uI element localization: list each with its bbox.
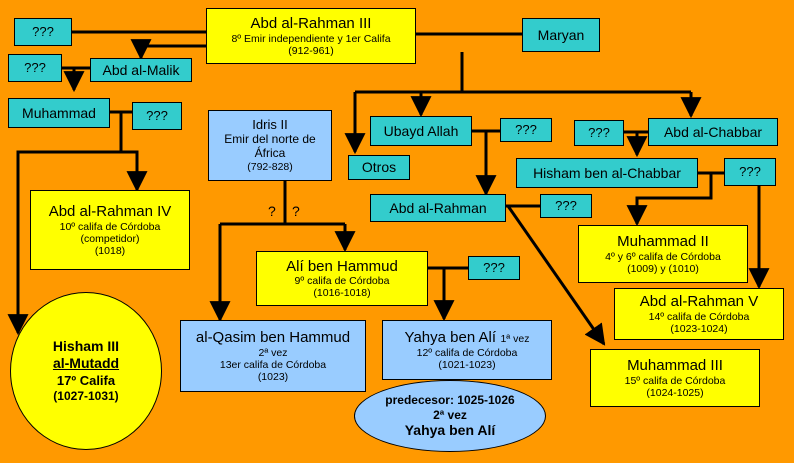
otros-box: Otros bbox=[348, 155, 410, 180]
unknown-box-4: ??? bbox=[500, 118, 552, 142]
person-note: 2ª vez bbox=[258, 346, 288, 359]
person-name: Otros bbox=[361, 159, 397, 176]
unknown-box-7: ??? bbox=[540, 194, 592, 218]
person-name: Muhammad II bbox=[617, 233, 709, 251]
ali-hammud-box: Alí ben Hammud 9º califa de Córdoba (101… bbox=[256, 251, 428, 306]
person-name-row: Yahya ben Alí 1ª vez bbox=[405, 329, 530, 347]
unknown-label: ??? bbox=[483, 259, 505, 275]
person-name: Hisham III bbox=[52, 337, 120, 354]
unknown-label: ??? bbox=[515, 121, 537, 137]
person-title: Emir del norte de bbox=[224, 132, 316, 147]
person-note: (competidor) bbox=[80, 232, 140, 245]
person-title: 12º califa de Córdoba bbox=[416, 347, 518, 360]
person-name: Abd al-Rahman bbox=[389, 199, 487, 216]
person-title: 13er califa de Córdoba bbox=[219, 358, 327, 371]
person-title: 4º y 6º califa de Córdoba bbox=[605, 250, 721, 263]
person-title: 10º califa de Córdoba bbox=[59, 220, 161, 233]
person-name: al-Qasim ben Hammud bbox=[195, 329, 351, 347]
person-name: Abd al-Rahman III bbox=[250, 15, 372, 33]
person-dates: (1023-1024) bbox=[670, 322, 728, 335]
person-name: Idris II bbox=[252, 117, 288, 133]
muhammad-ii-box: Muhammad II 4º y 6º califa de Córdoba (1… bbox=[578, 225, 748, 283]
person-note: 1ª vez bbox=[500, 332, 530, 345]
person-name: Abd al-Chabbar bbox=[663, 123, 763, 140]
unknown-label: ??? bbox=[588, 124, 610, 140]
unknown-label: ??? bbox=[555, 197, 577, 213]
muhammad-iii-box: Muhammad III 15º califa de Córdoba (1024… bbox=[590, 349, 760, 407]
unknown-label: ??? bbox=[32, 23, 54, 39]
person-name: Yahya ben Alí bbox=[404, 328, 497, 346]
person-name: Abd al-Malik bbox=[102, 61, 180, 78]
abd-rahman-iii-box: Abd al-Rahman III 8º Emir independiente … bbox=[206, 8, 416, 64]
hisham-chabbar-box: Hisham ben al-Chabbar bbox=[516, 158, 698, 188]
person-dates: (912-961) bbox=[288, 44, 334, 57]
predecesor-label: predecesor: 1025-1026 bbox=[385, 393, 515, 408]
person-name: Maryan bbox=[537, 26, 585, 43]
hisham-iii-circle: Hisham III al-Mutadd 17º Califa (1027-10… bbox=[10, 292, 162, 450]
person-title-2: África bbox=[254, 145, 286, 160]
person-dates: (1027-1031) bbox=[53, 389, 119, 404]
unknown-label: ??? bbox=[146, 107, 168, 123]
abd-rahman-box: Abd al-Rahman bbox=[370, 194, 506, 222]
person-epithet: al-Mutadd bbox=[52, 355, 120, 372]
maryan-box: Maryan bbox=[522, 18, 600, 52]
predecesor-ellipse: predecesor: 1025-1026 2ª vez Yahya ben A… bbox=[354, 380, 546, 452]
muhammad-box: Muhammad bbox=[8, 98, 110, 128]
person-title: 9º califa de Córdoba bbox=[294, 275, 390, 288]
unknown-link-left: ? bbox=[268, 203, 276, 219]
unknown-box-2: ??? bbox=[8, 54, 62, 82]
unknown-box-6: ??? bbox=[724, 158, 776, 186]
person-name: Abd al-Rahman V bbox=[639, 293, 759, 311]
person-title: 14º califa de Córdoba bbox=[648, 310, 750, 323]
person-dates: (1016-1018) bbox=[313, 287, 371, 300]
unknown-box-8: ??? bbox=[468, 256, 520, 280]
person-title: 8º Emir independiente y 1er Califa bbox=[231, 32, 391, 45]
person-dates: (1023) bbox=[257, 370, 289, 383]
unknown-box-3: ??? bbox=[132, 102, 182, 130]
unknown-label: ??? bbox=[24, 59, 46, 75]
person-name: Hisham ben al-Chabbar bbox=[533, 164, 681, 181]
qasim-hammud-box: al-Qasim ben Hammud 2ª vez 13er califa d… bbox=[180, 320, 366, 392]
person-dates: (1024-1025) bbox=[646, 386, 704, 399]
person-dates: (1009) y (1010) bbox=[627, 262, 699, 275]
person-title: 15º califa de Córdoba bbox=[624, 374, 726, 387]
person-name: Muhammad III bbox=[627, 357, 723, 375]
abd-malik-box: Abd al-Malik bbox=[90, 58, 192, 82]
predecesor-note: 2ª vez bbox=[433, 407, 467, 422]
person-dates: (1018) bbox=[94, 244, 126, 257]
person-name: Ubayd Allah bbox=[383, 122, 459, 139]
person-dates: (792-828) bbox=[247, 160, 293, 173]
ubayd-allah-box: Ubayd Allah bbox=[370, 116, 472, 146]
unknown-link-right: ? bbox=[292, 203, 300, 219]
unknown-label: ??? bbox=[739, 163, 761, 179]
unknown-box-5: ??? bbox=[574, 120, 624, 146]
person-name: Muhammad bbox=[22, 104, 96, 121]
person-title: 17º Califa bbox=[56, 372, 116, 388]
abd-rahman-iv-box: Abd al-Rahman IV 10º califa de Córdoba (… bbox=[30, 190, 190, 270]
person-name: Abd al-Rahman IV bbox=[48, 203, 172, 221]
predecesor-name: Yahya ben Alí bbox=[404, 421, 496, 438]
abd-rahman-v-box: Abd al-Rahman V 14º califa de Córdoba (1… bbox=[614, 288, 784, 340]
person-dates: (1021-1023) bbox=[438, 359, 496, 372]
person-name: Alí ben Hammud bbox=[286, 257, 398, 275]
unknown-ancestor-box: ??? bbox=[14, 18, 72, 46]
abd-chabbar-box: Abd al-Chabbar bbox=[648, 118, 778, 146]
yahya-ali-box: Yahya ben Alí 1ª vez 12º califa de Córdo… bbox=[382, 320, 552, 380]
idris-ii-box: Idris II Emir del norte de África (792-8… bbox=[208, 110, 332, 181]
